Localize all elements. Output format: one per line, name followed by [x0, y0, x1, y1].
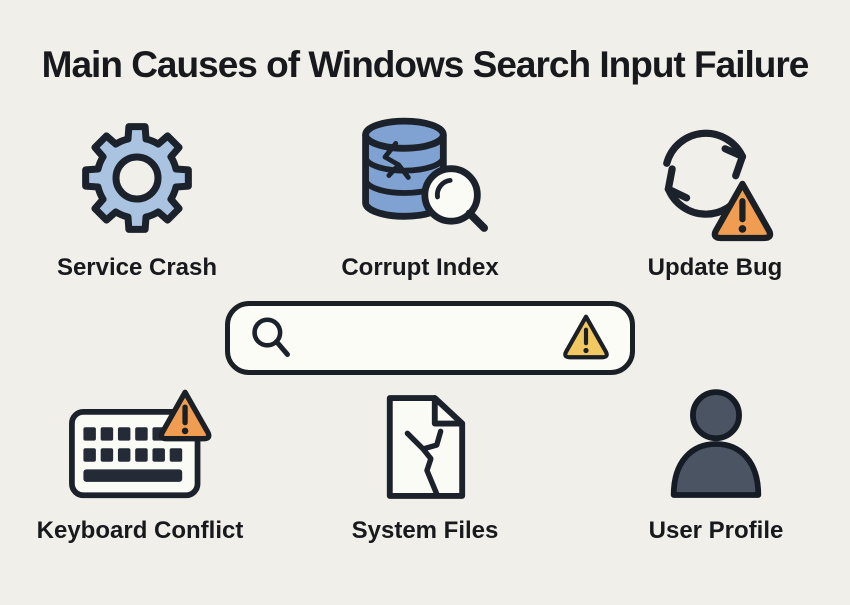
cause-keyboard-conflict: Keyboard Conflict [10, 385, 270, 545]
cause-label: Service Crash [56, 254, 218, 281]
cause-label: Corrupt Index [341, 254, 499, 281]
cause-service-crash: Service Crash [7, 118, 267, 282]
magnifier-icon [252, 317, 290, 357]
keyboard-warning-icon [69, 389, 212, 499]
cause-label: Update Bug [647, 254, 783, 281]
cause-update-bug: Update Bug [585, 116, 845, 282]
cause-system-files: System Files [295, 392, 555, 545]
cause-label: User Profile [648, 517, 784, 544]
cause-label: Keyboard Conflict [36, 517, 244, 544]
user-icon [670, 389, 762, 498]
cause-corrupt-index: Corrupt Index [290, 114, 550, 282]
gear-icon [82, 123, 192, 233]
warning-triangle-icon [711, 180, 774, 242]
cause-user-profile: User Profile [586, 386, 846, 545]
search-bar [225, 301, 635, 375]
cause-label: System Files [351, 517, 499, 544]
warning-triangle-icon [563, 314, 609, 360]
broken-file-icon [386, 395, 466, 499]
page-title: Main Causes of Windows Search Input Fail… [41, 44, 810, 85]
database-magnifier-icon [362, 117, 489, 232]
warning-triangle-icon [158, 389, 212, 442]
sync-warning-icon [663, 129, 774, 242]
